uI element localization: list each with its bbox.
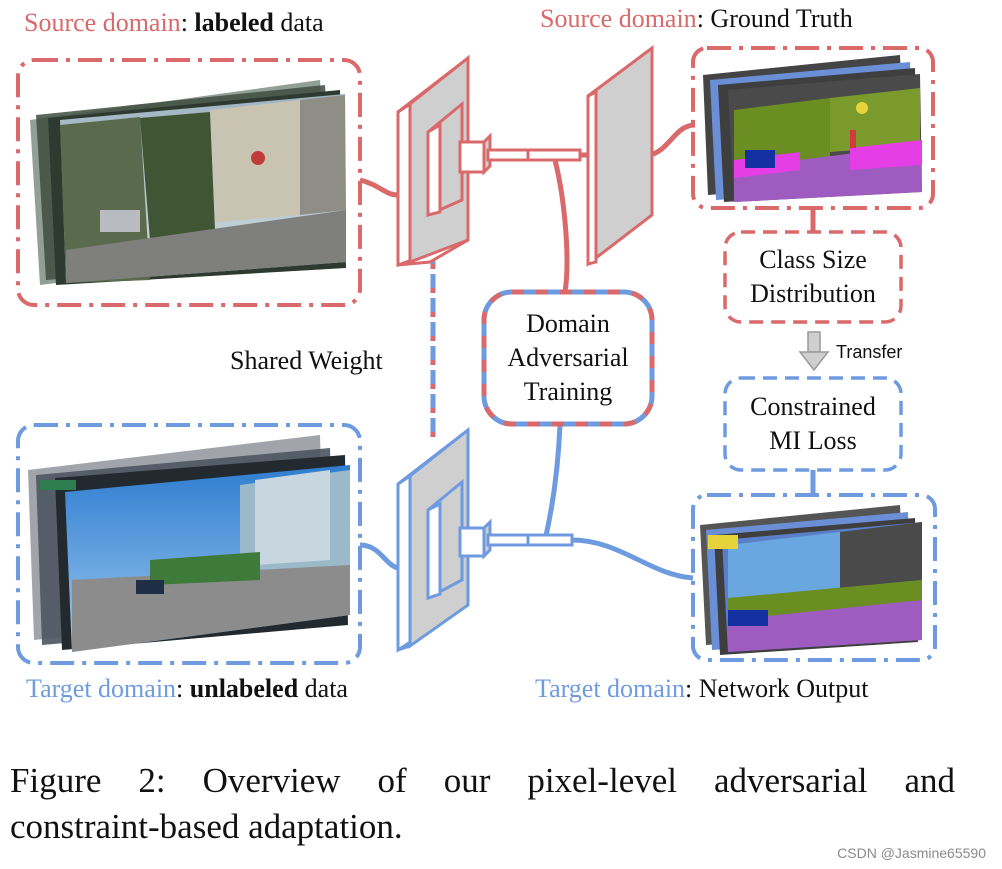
target-domain-text: Target domain <box>26 674 177 703</box>
source-image-stack <box>30 80 346 285</box>
source-ground-truth-label: Source domain: Ground Truth <box>540 4 853 33</box>
labeled-text: labeled <box>194 8 274 37</box>
caption-line-1: Figure 2: Overview of our pixel-level ad… <box>10 761 955 800</box>
network-output-stack <box>700 505 922 655</box>
source-labeled-data-label: Source domain: labeled data <box>24 8 324 37</box>
source-domain-text: Source domain <box>540 4 697 33</box>
class-size-box-outline <box>723 230 903 324</box>
target-domain-text: Target domain <box>535 674 686 703</box>
target-encoder-blocks <box>396 426 574 653</box>
target-image-stack <box>28 435 350 652</box>
target-image-frame <box>16 423 362 665</box>
target-network-output-label: Target domain: Network Output <box>535 674 869 703</box>
transfer-arrow <box>798 331 830 372</box>
watermark: CSDN @Jasmine65590 <box>837 845 986 861</box>
transfer-label: Transfer <box>836 342 903 362</box>
domain-adversarial-box-outline-red <box>481 289 655 427</box>
target-unlabeled-data-label: Target domain: unlabeled data <box>26 674 348 703</box>
ground-truth-stack <box>703 55 922 202</box>
domain-adversarial-text: Domain Adversarial Training <box>507 309 629 406</box>
constrained-mi-text: Constrained MI Loss <box>750 392 876 455</box>
class-size-text: Class Size Distribution <box>750 245 876 308</box>
caption-line-2: constraint-based adaptation. <box>10 807 403 846</box>
source-domain-text: Source domain <box>24 8 181 37</box>
unlabeled-text: unlabeled <box>189 674 299 703</box>
figure-caption: Figure 2: Overview of our pixel-level ad… <box>10 758 955 850</box>
source-encoder-blocks <box>396 45 654 268</box>
shared-weight-label: Shared Weight <box>230 346 383 375</box>
constrained-mi-box-outline <box>723 376 903 472</box>
